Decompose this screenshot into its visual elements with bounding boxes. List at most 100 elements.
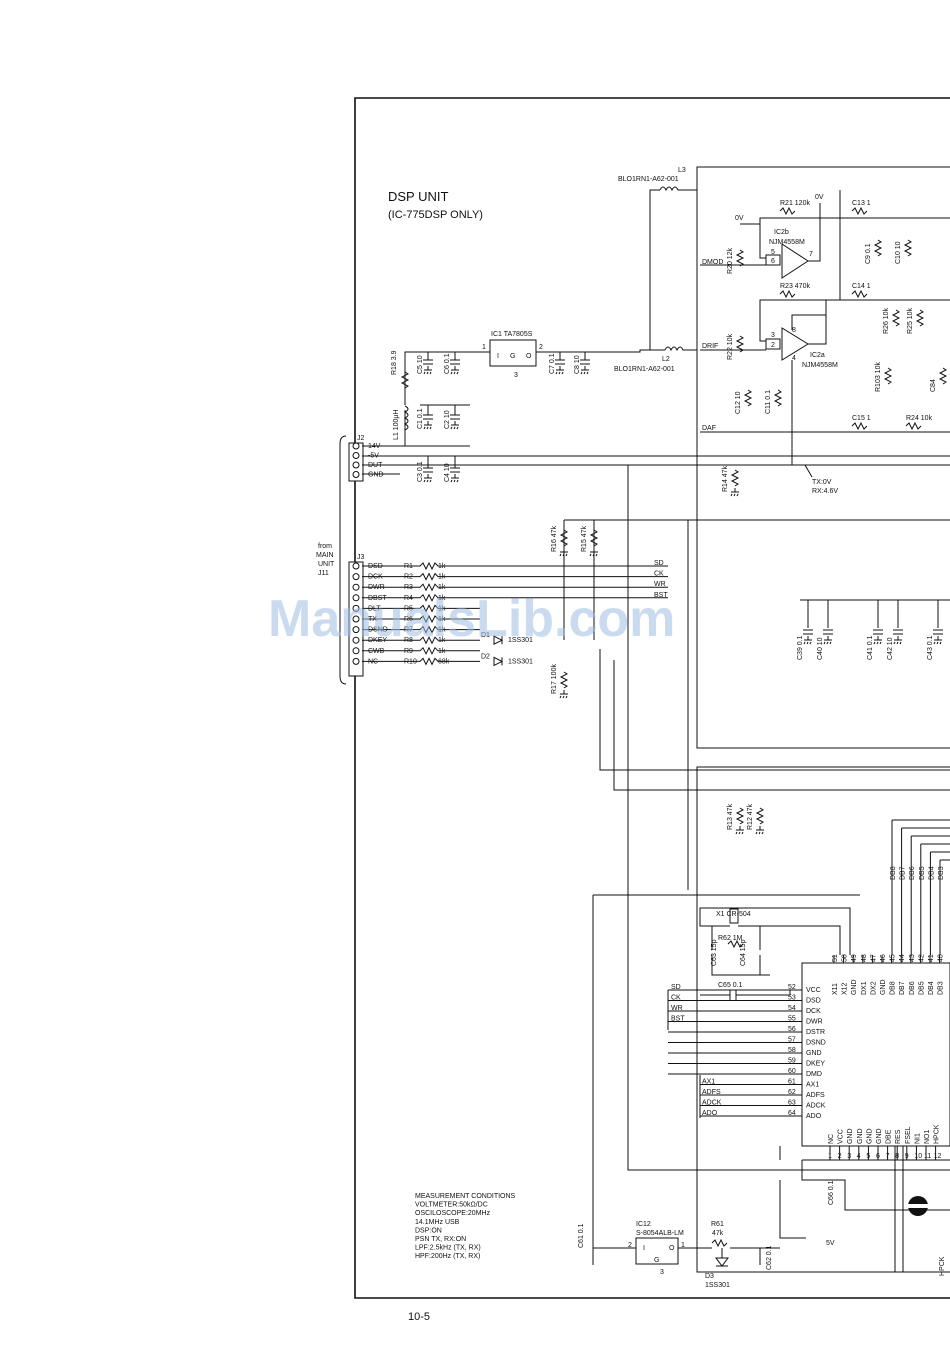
l1-coil: [403, 405, 409, 431]
dsp-bottom-pin-name: NI1: [914, 1133, 921, 1144]
txrx-note-tx: TX:0V: [812, 479, 832, 486]
source-bracket: [339, 435, 347, 685]
dsp-top-pin-name: GND: [851, 979, 858, 995]
dsp-bottom-pin-name: DBE: [886, 1129, 893, 1144]
cap-rails: [420, 404, 470, 457]
dsp-bottom-pin-num: 4: [857, 1153, 861, 1160]
measurement-line: HPF:200Hz (TX, RX): [415, 1253, 480, 1260]
ground-icon: [803, 636, 812, 645]
dsp-bottom-pin-num: 1: [828, 1153, 832, 1160]
j3-pin-circle: [352, 573, 360, 581]
switch-slot: [908, 1204, 928, 1208]
power-cap-label: C3 0.1: [417, 461, 424, 482]
ic12-part: S-8054ALB-LM: [636, 1230, 684, 1237]
ic1-pin2: 2: [539, 344, 543, 351]
measurement-line: MEASUREMENT CONDITIONS: [415, 1193, 516, 1200]
pullup-resistor: [755, 807, 765, 825]
dsp-top-pin-name: DX1: [861, 981, 868, 995]
dsp-bottom-pin-num: 5: [866, 1153, 870, 1160]
opamp-ic2b: IC2b NJM4558M 5 6 7: [765, 229, 813, 279]
cap-plates: [423, 359, 433, 365]
diagram-title: DSP UNIT: [388, 189, 448, 204]
power-cap-label: C7 0.1: [549, 353, 556, 374]
audio-part-label: C11 0.1: [765, 390, 772, 414]
ic2a-pin2-box: [765, 338, 781, 350]
dsp-left-pin-num: 61: [788, 1079, 796, 1086]
bus-label-right: SD: [654, 560, 664, 567]
measurement-line: DSP:ON: [415, 1227, 442, 1234]
r62-label: R62 1M: [718, 935, 743, 942]
dsp-top-pin-name: X11: [832, 983, 839, 995]
audio-part-symbol: [779, 289, 796, 299]
data-bus-label: DB8: [890, 866, 897, 880]
c62-label: C62 0.1: [766, 1245, 773, 1270]
r61-val: 47k: [712, 1230, 724, 1237]
audio-part-label: C84: [930, 379, 937, 392]
ic12-pin2: 2: [628, 1242, 632, 1249]
data-bus-label: DB5: [919, 866, 926, 880]
ground-icon: [559, 690, 568, 699]
dsp-top-pin-num: 46: [880, 954, 887, 962]
dsp-left-net-label: SD: [671, 984, 681, 991]
j3-row-wire: [362, 657, 480, 666]
dsp-top-pin-num: 49: [851, 954, 858, 962]
crystal-x1: X1 CR-504 R62 1M C63 15p C64 15p C65 0.1: [699, 907, 851, 1000]
power-cap-label: C2 10: [444, 410, 451, 429]
j3-row-wire: [362, 583, 668, 592]
dsp-left-pin-num: 57: [788, 1037, 796, 1044]
j2-pin-circle: [352, 442, 360, 450]
j3-resistor-val: 1k: [438, 563, 446, 570]
dsp-section-frame: [696, 766, 950, 1273]
audio-part-symbol: [873, 239, 883, 257]
watermark: ManualsLib.com: [268, 590, 675, 648]
audio-part-symbol: [773, 389, 783, 407]
cap-plates: [873, 629, 883, 635]
dsp-bottom-pin-num: 12: [934, 1153, 942, 1160]
dsp-left-pin-num: 60: [788, 1068, 796, 1075]
dsp-bottom-pin-num: 10: [914, 1153, 922, 1160]
j3-pin-circle: [352, 647, 360, 655]
dsp-bottom-pin-name: FSEL: [905, 1126, 912, 1144]
dsp-bottom-pin-name: GND: [857, 1128, 864, 1144]
dsp-bottom-pin-name: NC: [828, 1134, 835, 1144]
j3-row-wire: [362, 646, 480, 655]
audio-part-symbol: [851, 289, 868, 299]
sheet-frame: [354, 97, 950, 1299]
ic2a-pin4: 4: [792, 355, 796, 362]
inductor-l3: L3 BLO1RN1-A62-001: [618, 167, 697, 192]
ic1-regulator: IC1 TA7805S I G O 1 2 3: [482, 331, 543, 379]
dsp-left-pin-num: 62: [788, 1089, 796, 1096]
ground-icon: [580, 366, 589, 375]
j3-pin-circle: [352, 604, 360, 612]
audio-part-label: C13 1: [852, 200, 871, 207]
j2-pin-circle: [352, 452, 360, 459]
audio-part-symbol: [779, 206, 796, 216]
ic2a-pin3: 3: [771, 332, 775, 339]
pullup-resistor: [730, 469, 740, 487]
dsp-top-pin-name: DB6: [909, 981, 916, 995]
c66-label: C66 0.1: [828, 1180, 835, 1205]
dsp-top-pin-name: DB8: [890, 981, 897, 995]
audio-part-label: R21 120k: [780, 200, 810, 207]
pullup-label: R16 47k: [551, 525, 558, 552]
ground-icon: [730, 488, 739, 497]
audio-part-symbol: [915, 309, 925, 327]
j3-resistor-val: 1k: [438, 616, 446, 623]
ic12-i: I: [643, 1245, 645, 1252]
audio-part-symbol: [903, 239, 913, 257]
x1-gnd: [711, 955, 770, 976]
dsp-left-pin-name: ADFS: [806, 1092, 825, 1099]
j3-resistor-val: 1k: [438, 627, 446, 634]
dsp-bottom-pin-num: 6: [876, 1153, 880, 1160]
x1-label: X1 CR-504: [716, 911, 751, 918]
ic12-regulator: IC12 S-8054ALB-LM I O G 2 1 3: [628, 1221, 685, 1276]
source-note-4: J11: [318, 570, 329, 577]
r61-ref: R61: [711, 1221, 724, 1228]
bus-label-right: CK: [654, 571, 664, 578]
dsp-top-pin-num: 42: [918, 954, 925, 962]
dsp-top-pin-num: 47: [870, 954, 877, 962]
ground-icon: [423, 421, 432, 430]
l2-ref: L2: [662, 356, 670, 363]
supply-5v: 5V: [826, 1240, 835, 1247]
